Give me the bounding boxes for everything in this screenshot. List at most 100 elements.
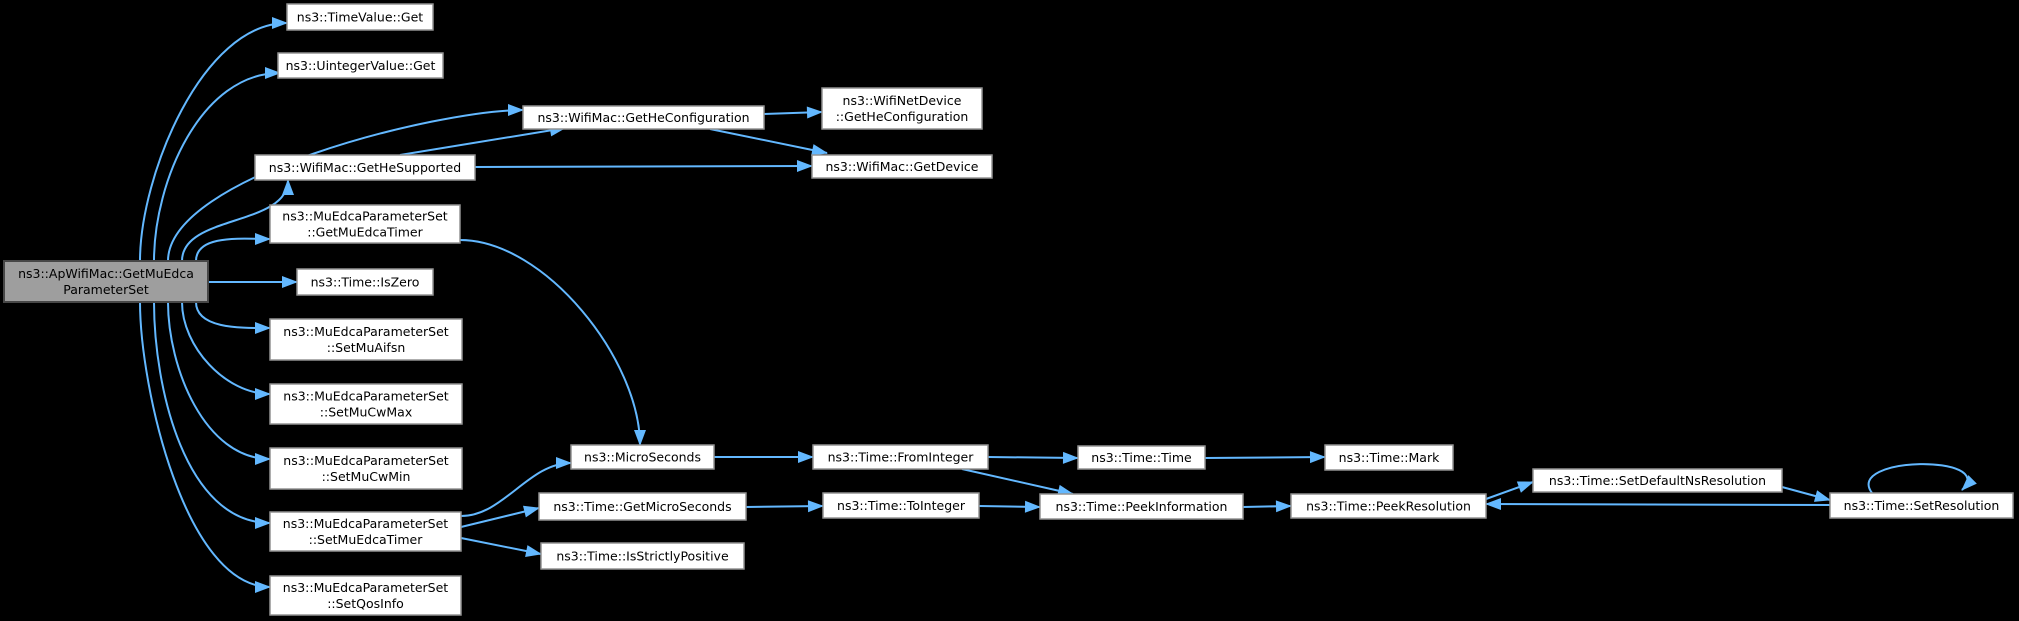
node-time-mark[interactable]: ns3::Time::Mark (1324, 444, 1454, 471)
edge-time-setresolution-to-time-setresolution (1867, 463, 1977, 494)
edge-time-frominteger-to-time-peekinformation (961, 468, 1074, 497)
node-wifimac-getheconfiguration[interactable]: ns3::WifiMac::GetHeConfiguration (522, 105, 765, 130)
edge-root-to-setmucwmin (167, 301, 271, 465)
node-label: ns3::Time::Time (1091, 450, 1192, 465)
edge-wifimac-gethesupported-to-wifimac-getdevice (474, 160, 813, 173)
node-box-uintegervalue-get[interactable] (277, 52, 444, 79)
node-label: ns3::Time::PeekInformation (1056, 499, 1228, 514)
node-box-wifimac-gethesupported[interactable] (254, 154, 476, 181)
node-box-microseconds[interactable] (570, 444, 715, 470)
node-box-setmucwmin[interactable] (269, 447, 463, 490)
node-setmucwmax[interactable]: ns3::MuEdcaParameterSet::SetMuCwMax (269, 383, 463, 425)
node-label: ::SetQosInfo (327, 596, 404, 611)
node-wifimac-getdevice[interactable]: ns3::WifiMac::GetDevice (811, 154, 993, 179)
node-box-getmuedcatimer[interactable] (269, 204, 461, 244)
node-box-wifinetdevice-getheconfiguration[interactable] (821, 87, 983, 130)
edge-getmuedcatimer-to-microseconds (459, 239, 646, 446)
node-label: ns3::Time::Mark (1339, 450, 1440, 465)
edge-time-setresolution-to-time-peekresolution (1485, 498, 1831, 511)
edge-root-to-setmuaifsn (195, 301, 271, 335)
edge-root-to-wifimac-getheconfiguration (167, 104, 524, 262)
edge-time-peekresolution-to-time-setdefaultnsresolution (1485, 481, 1534, 500)
node-label: ::SetMuEdcaTimer (309, 532, 424, 547)
node-time-time[interactable]: ns3::Time::Time (1077, 445, 1206, 470)
edge-wifimac-gethesupported-to-wifimac-getheconfiguration (399, 124, 566, 156)
node-box-time-peekresolution[interactable] (1290, 493, 1487, 519)
node-box-time-tointeger[interactable] (822, 492, 980, 519)
node-label: ns3::UintegerValue::Get (286, 58, 436, 73)
node-getmuedcatimer[interactable]: ns3::MuEdcaParameterSet::GetMuEdcaTimer (269, 204, 461, 244)
node-label: ns3::WifiMac::GetHeConfiguration (537, 110, 749, 125)
node-box-time-frominteger[interactable] (812, 444, 989, 470)
node-label: ns3::MuEdcaParameterSet (283, 389, 449, 404)
node-label: ns3::WifiMac::GetDevice (825, 159, 978, 174)
node-label: ns3::WifiNetDevice (843, 93, 962, 108)
node-time-iszero[interactable]: ns3::Time::IsZero (296, 268, 434, 296)
edges-layer (139, 17, 1977, 593)
node-box-setqosinfo[interactable] (269, 575, 462, 616)
node-label: ns3::Time::PeekResolution (1306, 499, 1471, 514)
node-box-time-setresolution[interactable] (1829, 492, 2014, 519)
node-time-setresolution[interactable]: ns3::Time::SetResolution (1829, 492, 2014, 519)
node-setmuedcatimer[interactable]: ns3::MuEdcaParameterSet::SetMuEdcaTimer (269, 511, 462, 552)
node-box-time-time[interactable] (1077, 445, 1206, 470)
node-box-time-isstrictlypositive[interactable] (540, 542, 745, 570)
node-timevalue-get[interactable]: ns3::TimeValue::Get (286, 3, 434, 31)
node-time-setdefaultnsresolution[interactable]: ns3::Time::SetDefaultNsResolution (1532, 468, 1783, 493)
edge-setmuedcatimer-to-time-isstrictlypositive (460, 537, 542, 557)
edge-setmuedcatimer-to-microseconds (460, 457, 572, 517)
node-label: ns3::MuEdcaParameterSet (283, 580, 449, 595)
node-wifimac-gethesupported[interactable]: ns3::WifiMac::GetHeSupported (254, 154, 476, 181)
node-uintegervalue-get[interactable]: ns3::UintegerValue::Get (277, 52, 444, 79)
node-label: ns3::MuEdcaParameterSet (283, 324, 449, 339)
node-label: ns3::Time::ToInteger (837, 498, 966, 513)
edge-root-to-uintegervalue-get (153, 67, 281, 262)
edge-root-to-setqosinfo (139, 301, 271, 593)
node-box-time-iszero[interactable] (296, 268, 434, 296)
node-time-isstrictlypositive[interactable]: ns3::Time::IsStrictlyPositive (540, 542, 745, 570)
node-time-peekresolution[interactable]: ns3::Time::PeekResolution (1290, 493, 1487, 519)
node-box-time-getmicroseconds[interactable] (538, 492, 747, 521)
edge-time-frominteger-to-time-time (987, 451, 1079, 464)
node-label: ns3::TimeValue::Get (297, 10, 424, 25)
node-label: ns3::MuEdcaParameterSet (283, 516, 449, 531)
node-time-tointeger[interactable]: ns3::Time::ToInteger (822, 492, 980, 519)
node-wifinetdevice-getheconfiguration[interactable]: ns3::WifiNetDevice::GetHeConfiguration (821, 87, 983, 130)
node-box-time-mark[interactable] (1324, 444, 1454, 471)
node-box-setmucwmax[interactable] (269, 383, 463, 425)
node-box-time-setdefaultnsresolution[interactable] (1532, 468, 1783, 493)
node-label: ns3::MicroSeconds (584, 450, 701, 465)
node-label: ::SetMuCwMax (320, 405, 412, 420)
node-setmuaifsn[interactable]: ns3::MuEdcaParameterSet::SetMuAifsn (269, 318, 463, 361)
node-label: ns3::MuEdcaParameterSet (282, 209, 448, 224)
edge-root-to-setmucwmax (181, 301, 271, 400)
node-time-getmicroseconds[interactable]: ns3::Time::GetMicroSeconds (538, 492, 747, 521)
node-setmucwmin[interactable]: ns3::MuEdcaParameterSet::SetMuCwMin (269, 447, 463, 490)
edge-time-tointeger-to-time-peekinformation (978, 500, 1041, 513)
edge-setmuedcatimer-to-time-getmicroseconds (460, 505, 540, 528)
node-label: ns3::Time::IsStrictlyPositive (556, 549, 729, 564)
node-label: ns3::Time::SetDefaultNsResolution (1549, 473, 1766, 488)
node-box-timevalue-get[interactable] (286, 3, 434, 31)
node-label: ::GetMuEdcaTimer (307, 225, 423, 240)
node-box-setmuedcatimer[interactable] (269, 511, 462, 552)
node-time-frominteger[interactable]: ns3::Time::FromInteger (812, 444, 989, 470)
node-label: ns3::Time::FromInteger (828, 450, 975, 465)
edge-root-to-setmuedcatimer (153, 301, 271, 529)
node-label: ns3::ApWifiMac::GetMuEdca (18, 266, 194, 281)
edge-root-to-getmuedcatimer (195, 232, 271, 262)
edge-time-time-to-time-mark (1204, 451, 1326, 464)
node-time-peekinformation[interactable]: ns3::Time::PeekInformation (1039, 493, 1244, 520)
node-setqosinfo[interactable]: ns3::MuEdcaParameterSet::SetQosInfo (269, 575, 462, 616)
node-microseconds[interactable]: ns3::MicroSeconds (570, 444, 715, 470)
node-label: ::SetMuAifsn (327, 340, 406, 355)
node-box-wifimac-getdevice[interactable] (811, 154, 993, 179)
node-box-root[interactable] (3, 260, 209, 303)
node-label: ns3::Time::SetResolution (1844, 498, 2000, 513)
edge-time-peekinformation-to-time-peekresolution (1242, 500, 1292, 513)
node-box-setmuaifsn[interactable] (269, 318, 463, 361)
node-box-time-peekinformation[interactable] (1039, 493, 1244, 520)
node-box-wifimac-getheconfiguration[interactable] (522, 105, 765, 130)
edge-root-to-wifimac-gethesupported (181, 179, 294, 262)
